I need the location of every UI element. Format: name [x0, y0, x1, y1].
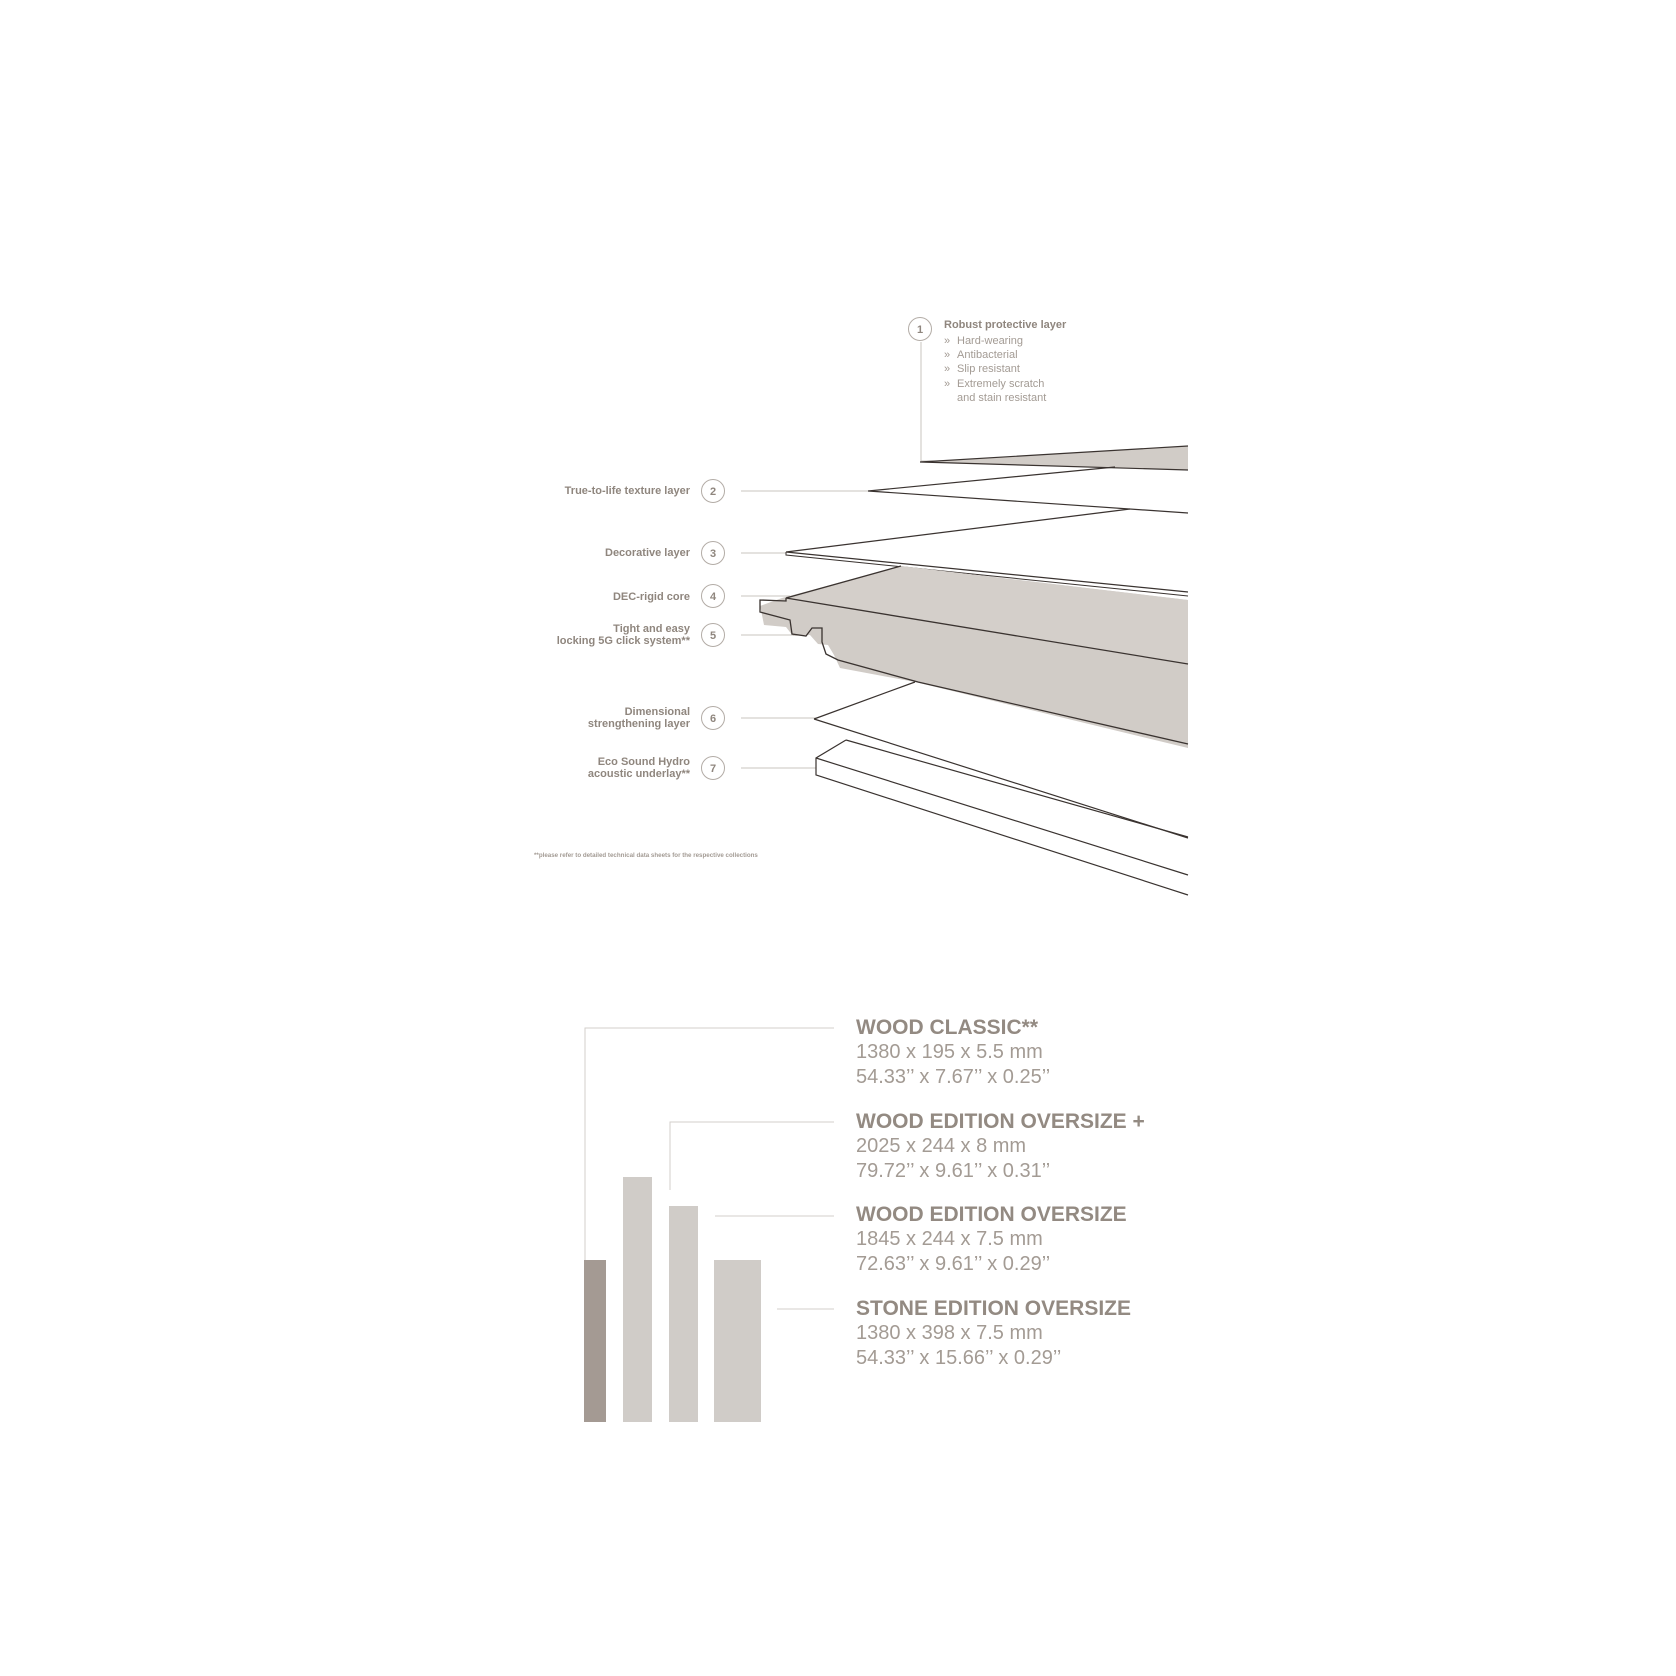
- bar-leader-2: [669, 1121, 834, 1190]
- layer-label-7: Eco Sound Hydro acoustic underlay**: [587, 756, 690, 780]
- size-imperial: 54.33’’ x 15.66’’ x 0.29’’: [856, 1347, 1062, 1369]
- protective-layer-shape: [919, 445, 1189, 471]
- size-block-wood-edition-oversize-plus: WOOD EDITION OVERSIZE + 2025 x 244 x 8 m…: [856, 1109, 1145, 1184]
- layer-number-5: 5: [701, 623, 725, 647]
- size-block-stone-edition-oversize: STONE EDITION OVERSIZE 1380 x 398 x 7.5 …: [856, 1296, 1131, 1371]
- protective-features-list: » Hard-wearing » Antibacterial » Slip resis…: [944, 334, 1046, 405]
- bullet-mark: »: [944, 349, 951, 362]
- size-metric: 2025 x 244 x 8 mm: [856, 1135, 1027, 1157]
- size-imperial: 54.33’’ x 7.67’’ x 0.25’’: [856, 1066, 1051, 1088]
- bullet-mark: »: [944, 363, 951, 376]
- underlay-shape: [815, 739, 1189, 896]
- bar-wood-edition-oversize: [669, 1206, 698, 1422]
- layer-label-2: True-to-life texture layer: [564, 485, 690, 497]
- layer-number-4: 4: [701, 584, 725, 608]
- layer-number-2: 2: [701, 479, 725, 503]
- size-imperial: 72.63’’ x 9.61’’ x 0.29’’: [856, 1253, 1051, 1275]
- size-name: WOOD CLASSIC**: [856, 1016, 1039, 1039]
- size-name: WOOD EDITION OVERSIZE: [856, 1203, 1127, 1226]
- bar-leader-1: [584, 1027, 834, 1260]
- bar-stone-edition-oversize: [714, 1260, 761, 1422]
- size-name: STONE EDITION OVERSIZE: [856, 1297, 1131, 1320]
- feature-item: » Hard-wearing: [944, 334, 1046, 348]
- layer-label-1: Robust protective layer: [944, 319, 1067, 331]
- layer-number-6: 6: [701, 706, 725, 730]
- rigid-core-shape: [759, 565, 1189, 748]
- texture-layer-shape: [867, 466, 1189, 514]
- layer-number-3: 3: [701, 541, 725, 565]
- layer-number-7: 7: [701, 756, 725, 780]
- feature-text: Extremely scratch and stain resistant: [957, 377, 1047, 404]
- size-imperial: 79.72’’ x 9.61’’ x 0.31’’: [856, 1160, 1051, 1182]
- strengthening-layer-shape: [813, 681, 1189, 839]
- layer-label-4: DEC-rigid core: [612, 591, 690, 603]
- feature-item: » Extremely scratch and stain resistant: [944, 377, 1046, 405]
- footnote: **please refer to detailed technical dat…: [534, 852, 758, 859]
- layer-label-5: Tight and easy locking 5G click system**: [556, 623, 690, 647]
- bullet-mark: »: [944, 377, 951, 390]
- layer-number-1: 1: [908, 317, 932, 341]
- feature-text: Antibacterial: [957, 349, 1018, 362]
- size-metric: 1380 x 195 x 5.5 mm: [856, 1041, 1043, 1063]
- feature-text: Slip resistant: [957, 363, 1020, 376]
- feature-item: » Slip resistant: [944, 362, 1046, 376]
- decorative-layer-shape: [785, 508, 1189, 597]
- bullet-mark: »: [944, 335, 951, 347]
- size-metric: 1845 x 244 x 7.5 mm: [856, 1228, 1043, 1250]
- size-block-wood-edition-oversize: WOOD EDITION OVERSIZE 1845 x 244 x 7.5 m…: [856, 1202, 1127, 1277]
- feature-text: Hard-wearing: [957, 335, 1024, 347]
- feature-item: » Antibacterial: [944, 348, 1046, 362]
- layer-label-3: Decorative layer: [605, 547, 690, 559]
- bar-wood-edition-oversize-plus: [623, 1177, 652, 1422]
- layer-label-6: Dimensional strengthening layer: [587, 706, 690, 730]
- size-metric: 1380 x 398 x 7.5 mm: [856, 1322, 1043, 1344]
- size-name: WOOD EDITION OVERSIZE +: [856, 1110, 1145, 1133]
- bar-wood-classic: [584, 1260, 606, 1422]
- size-block-wood-classic: WOOD CLASSIC** 1380 x 195 x 5.5 mm 54.33…: [856, 1015, 1050, 1090]
